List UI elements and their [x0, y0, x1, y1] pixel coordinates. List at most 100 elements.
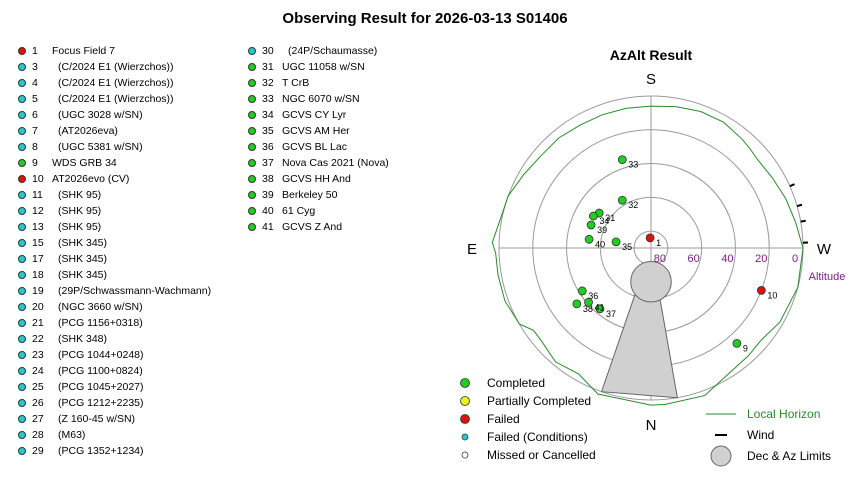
object-name: (29P/Schwassmann-Wachmann) [58, 285, 212, 297]
object-number: 35 [262, 125, 274, 137]
object-number: 32 [262, 77, 274, 89]
status-dot-icon [248, 111, 256, 119]
object-name: (M63) [58, 429, 86, 441]
status-dot-icon [18, 255, 26, 263]
object-name: (C/2024 E1 (Wierzchos)) [58, 61, 174, 73]
legend-marker [460, 378, 470, 388]
status-dot-icon [18, 335, 26, 343]
target-point [577, 286, 587, 296]
status-dot-icon [18, 271, 26, 279]
object-number: 11 [32, 189, 43, 201]
object-name: (PCG 1045+2027) [58, 381, 144, 393]
target-point-label: 40 [595, 239, 605, 249]
target-point-label: 41 [595, 302, 605, 312]
status-dot-icon [18, 159, 26, 167]
altitude-tick-label: 60 [688, 253, 700, 265]
object-number: 34 [262, 109, 274, 121]
object-number: 40 [262, 205, 274, 217]
target-point-label: 39 [597, 225, 607, 235]
target-point [617, 155, 627, 165]
legend-label: Missed or Cancelled [487, 448, 596, 462]
object-number: 13 [32, 221, 44, 233]
wind-mark [800, 219, 806, 223]
target-point-label: 34 [599, 216, 609, 226]
chart-title: AzAlt Result [610, 47, 693, 63]
object-name: (24P/Schaumasse) [288, 45, 378, 57]
object-name: (SHK 95) [58, 189, 102, 201]
object-number: 20 [32, 301, 44, 313]
wind-mark [796, 203, 803, 208]
object-number: 10 [32, 173, 44, 185]
object-name: (UGC 3028 w/SN) [58, 109, 143, 121]
object-number: 22 [32, 333, 44, 345]
target-point [588, 211, 598, 221]
wind-mark [789, 183, 795, 188]
target-point [595, 304, 605, 314]
object-number: 17 [32, 253, 44, 265]
object-name: AT2026evo (CV) [52, 173, 130, 185]
status-dot-icon [248, 95, 256, 103]
object-name: T CrB [282, 77, 310, 89]
compass-top: S [646, 71, 656, 88]
status-dot-icon [248, 159, 256, 167]
object-name: Focus Field 7 [52, 45, 116, 57]
object-number: 3 [32, 61, 38, 73]
object-name: GCVS AM Her [282, 125, 350, 137]
object-number: 15 [32, 237, 44, 249]
status-dot-icon [18, 63, 26, 71]
object-name: (UGC 5381 w/SN) [58, 141, 143, 153]
target-point [584, 297, 593, 307]
status-dot-icon [18, 303, 26, 311]
target-point [617, 195, 627, 205]
status-dot-icon [248, 47, 256, 55]
status-dot-icon [18, 191, 26, 199]
object-name: (C/2024 E1 (Wierzchos)) [58, 77, 174, 89]
object-name: (PCG 1100+0824) [58, 365, 143, 377]
object-number: 29 [32, 445, 44, 457]
compass-bottom: N [646, 417, 657, 434]
legend-marker [460, 396, 470, 406]
legend-marker [461, 451, 469, 459]
status-dot-icon [18, 319, 26, 327]
object-name: (SHK 95) [58, 205, 102, 217]
object-number: 24 [32, 365, 44, 377]
target-point [645, 233, 655, 243]
status-dot-icon [18, 287, 26, 295]
status-dot-icon [18, 447, 26, 455]
status-dot-icon [248, 63, 256, 71]
object-name: (Z 160-45 w/SN) [58, 413, 136, 425]
legend-label: Partially Completed [487, 394, 591, 408]
object-number: 36 [262, 141, 274, 153]
object-name: (SHK 348) [58, 333, 108, 345]
status-dot-icon [18, 239, 26, 247]
object-name: (PCG 1044+0248) [58, 349, 144, 361]
target-point-label: 37 [606, 309, 616, 319]
object-number: 30 [262, 45, 274, 57]
object-name: GCVS CY Lyr [282, 109, 347, 121]
status-dot-icon [18, 399, 26, 407]
status-dot-icon [248, 207, 256, 215]
target-point-label: 10 [767, 290, 777, 300]
legend-label: Completed [487, 376, 545, 390]
object-number: 1 [32, 45, 38, 57]
object-number: 8 [32, 141, 38, 153]
target-point [572, 299, 582, 309]
altitude-axis-label: Altitude [809, 271, 846, 283]
legend-label: Dec & Az Limits [747, 449, 831, 463]
object-number: 27 [32, 413, 44, 425]
legend-label: Local Horizon [747, 407, 820, 421]
altitude-tick-label: 80 [654, 253, 666, 265]
status-dot-icon [18, 223, 26, 231]
target-point-label: 35 [622, 242, 632, 252]
status-dot-icon [18, 95, 26, 103]
object-name: (PCG 1156+0318) [58, 317, 143, 329]
object-name: NGC 6070 w/SN [282, 93, 360, 105]
target-point [584, 234, 594, 244]
object-number: 21 [32, 317, 44, 329]
target-point [611, 237, 621, 247]
object-number: 41 [262, 221, 274, 233]
object-number: 19 [32, 285, 44, 297]
dec-limit-circle [630, 261, 672, 303]
status-dot-icon [18, 175, 26, 183]
page-title: Observing Result for 2026-03-13 S01406 [282, 10, 568, 27]
